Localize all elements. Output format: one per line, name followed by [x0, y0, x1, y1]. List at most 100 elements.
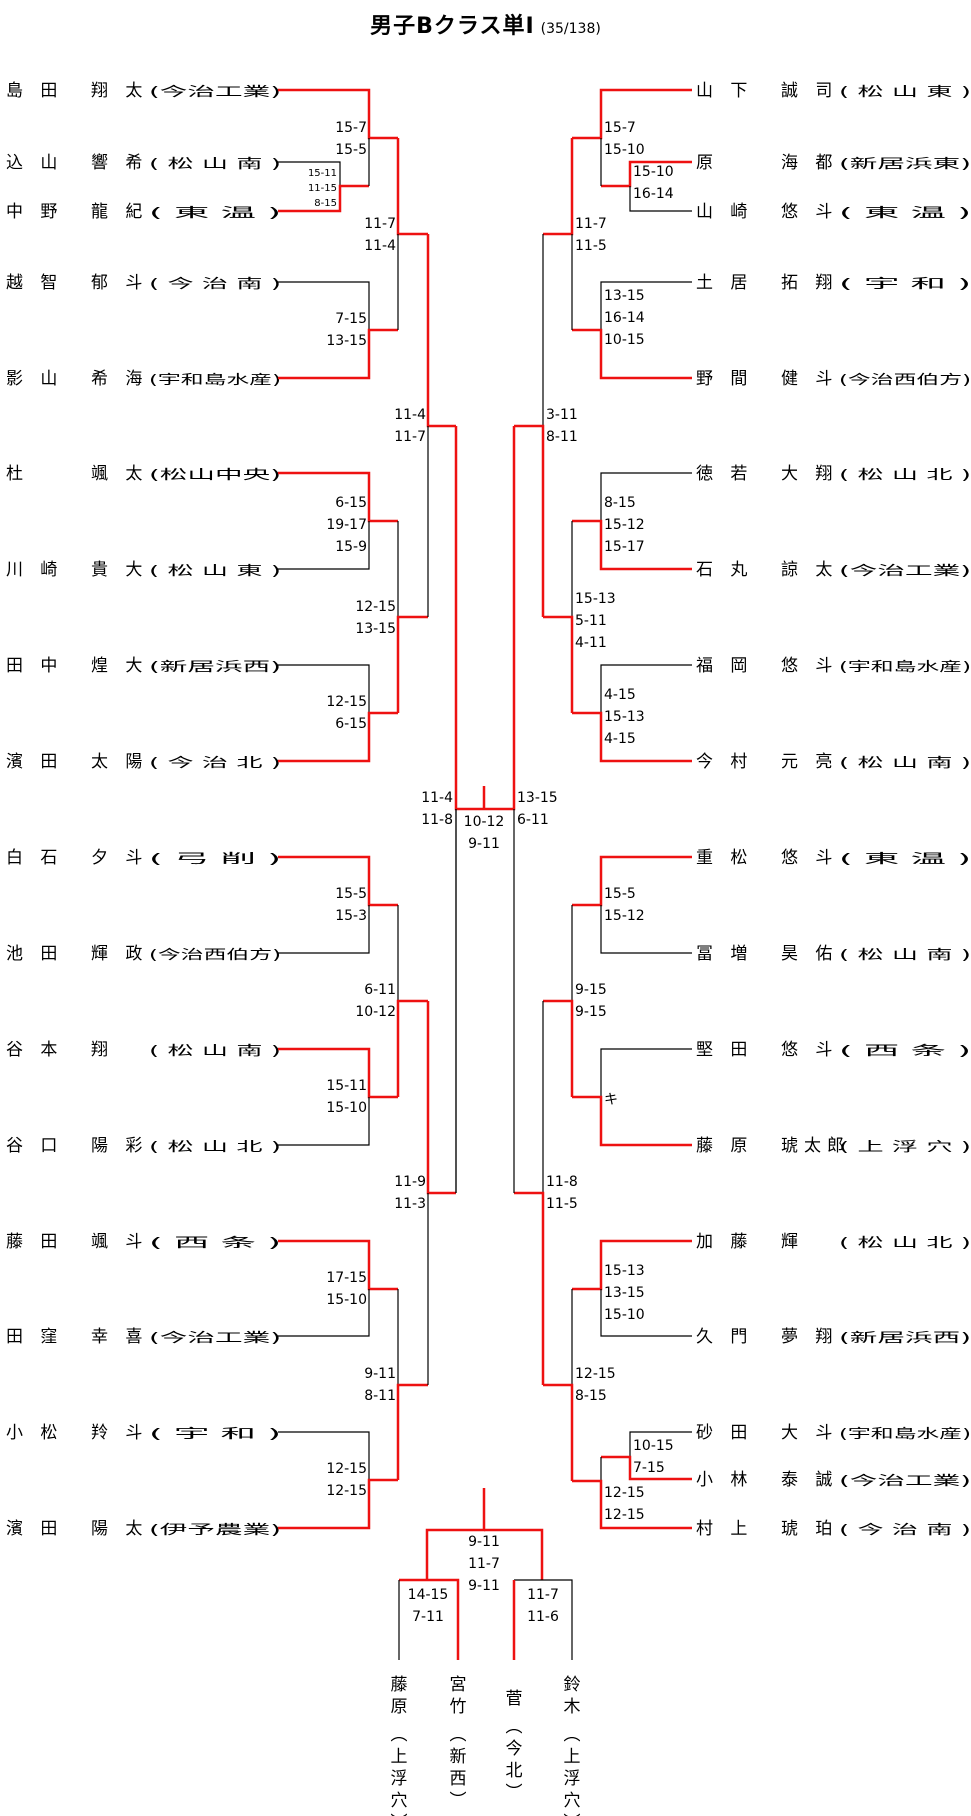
player-school-char: ︵ [506, 1717, 523, 1737]
player-school: ( 松 山 南 ) [149, 156, 281, 172]
right-player-9: 今 村元 亮( 松 山 南 ) [696, 752, 971, 772]
player-surname: 久 門 [696, 1327, 753, 1347]
match-score: 12-15 [326, 1461, 367, 1477]
left-player-17: 濱 田陽 太(伊予農業) [6, 1519, 281, 1539]
bracket-line [399, 1578, 460, 1660]
bracket-line [426, 1001, 456, 1195]
match-score: 15-5 [335, 886, 367, 902]
match-score: 16-14 [604, 310, 645, 326]
match-score: 15-3 [335, 908, 367, 924]
match-score: 6-11 [517, 812, 549, 828]
match-score: 10-15 [604, 332, 645, 348]
left-player-7: 川 崎 貴 大( 松 山 東 ) [6, 560, 281, 580]
player-given-name: 悠 斗 [781, 656, 838, 676]
player-school: (今治西伯方) [149, 947, 281, 963]
right-player-11: 冨 増昊 佑( 松 山 南 ) [696, 944, 971, 964]
title-count: (35/138) [540, 21, 601, 37]
player-given-name: 誠 司 [781, 81, 838, 101]
bottom-final-score: 9-11 [468, 1534, 500, 1550]
player-school: ( 松 山 東 ) [149, 563, 281, 579]
player-surname: 小 松 [6, 1423, 63, 1443]
player-school: ( 東 温 ) [839, 205, 971, 221]
player-school: ( 今 治 南 ) [839, 1522, 971, 1538]
bracket-line [278, 1239, 398, 1291]
bracket-line [278, 1289, 370, 1337]
right-player-10: 重 松悠 斗( 東 温 ) [696, 848, 971, 868]
match-score: 9-15 [575, 982, 607, 998]
match-score: 8-15 [604, 495, 636, 511]
player-given-name: 元 亮 [781, 752, 838, 772]
bracket-line [514, 1191, 545, 1385]
right-player-3: 山 崎悠 斗( 東 温 ) [696, 202, 971, 222]
player-name-char: 宮 [450, 1675, 467, 1695]
right-player-1: 山 下 誠 司( 松 山 東 ) [696, 81, 971, 101]
player-surname: 土 居 [696, 273, 753, 293]
bracket-line [543, 999, 574, 1097]
match-score: 15-10 [604, 142, 645, 158]
player-school: ( 弓 削 ) [149, 852, 281, 867]
match-score: 4-15 [604, 687, 636, 703]
player-given-name: 琥 珀 [781, 1519, 838, 1539]
bracket-line [543, 615, 574, 713]
player-school-char: 西 [450, 1769, 467, 1789]
player-school: (宇和島水産) [839, 1426, 971, 1442]
bracket-line [601, 160, 692, 188]
bracket-line [278, 1431, 370, 1480]
bracket-line [600, 472, 692, 521]
player-school: ( 松 山 北 ) [149, 1140, 281, 1155]
player-name-char: 木 [564, 1697, 581, 1717]
player-school-char: ︵ [564, 1725, 581, 1745]
player-surname: 加 藤 [696, 1232, 753, 1252]
right-player-14: 加 藤輝( 松 山 北 ) [696, 1232, 971, 1252]
player-surname: 冨 増 [696, 944, 753, 964]
match-score: 6-15 [335, 495, 367, 511]
player-given-name: 拓 翔 [781, 273, 838, 293]
bracket-line [278, 905, 370, 954]
player-surname: 川 崎 [6, 560, 63, 580]
player-given-name: 陽 太 [91, 1519, 148, 1539]
match-score: 11-9 [394, 1174, 426, 1190]
player-surname: 田 中 [6, 656, 63, 676]
player-school: (今治工業) [149, 1330, 281, 1346]
bracket-line [543, 138, 574, 236]
player-given-name: 颯 斗 [91, 1232, 148, 1252]
player-school: (新居浜東) [839, 156, 971, 172]
bracket-line [600, 1048, 692, 1097]
player-school: ( 今 治 北 ) [149, 755, 281, 771]
player-surname: 小 林 [696, 1470, 753, 1490]
player-surname: 濱 田 [6, 752, 63, 772]
player-surname: 𡌛 田 [696, 1040, 753, 1060]
player-school: ( 宇 和 ) [839, 277, 971, 292]
player-given-name: 悠 斗 [781, 202, 838, 222]
right-player-17: 小 林泰 誠(今治工業) [696, 1470, 971, 1490]
player-surname: 越 智 [6, 273, 63, 293]
bracket-line [572, 1095, 692, 1147]
match-score: 4-15 [604, 731, 636, 747]
match-score: 3-11 [546, 407, 578, 423]
bracket-line [600, 281, 692, 330]
match-score: 11-8 [546, 1174, 578, 1190]
match-score: 13-15 [604, 1285, 645, 1301]
bracket-line [278, 328, 398, 380]
match-score: 11-3 [394, 1196, 426, 1212]
player-given-name: 輝 政 [91, 944, 148, 964]
right-player-13: 藤 原琥太郎( 上 浮 穴 ) [696, 1136, 971, 1156]
match-score: 12-15 [326, 694, 367, 710]
match-score: 11-8 [421, 812, 453, 828]
left-player-12: 谷 本翔( 松 山 南 ) [6, 1040, 281, 1060]
prelim-score: 15-11 [308, 168, 337, 179]
match-score: 15-12 [604, 908, 645, 924]
player-given-name: 貴 大 [91, 560, 148, 580]
bracket-line [484, 426, 516, 811]
match-score: 17-15 [326, 1270, 367, 1286]
match-score: 7-15 [335, 311, 367, 327]
match-score: 7-11 [412, 1609, 444, 1625]
player-school: ( 松 山 東 ) [839, 84, 971, 100]
bracket-line [425, 1488, 486, 1580]
bracket-line [278, 471, 398, 523]
player-school: ( 西 条 ) [839, 1043, 971, 1059]
player-given-name: 諒 太 [781, 560, 838, 580]
player-surname: 山 下 [696, 81, 753, 101]
player-given-name: 翔 太 [91, 81, 148, 101]
bracket-line [278, 855, 398, 907]
